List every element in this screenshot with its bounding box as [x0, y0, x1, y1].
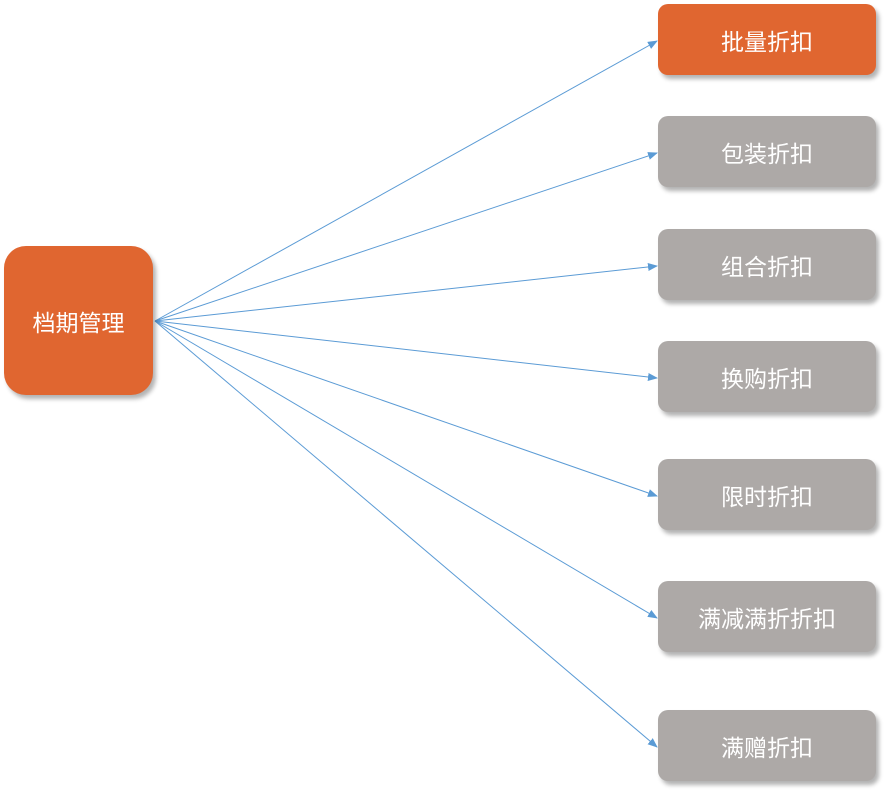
- target-node[interactable]: 换购折扣: [658, 341, 876, 412]
- target-node[interactable]: 满减满折折扣: [658, 581, 876, 652]
- source-node[interactable]: 档期管理: [4, 246, 153, 395]
- target-node-label: 组合折扣: [721, 253, 813, 280]
- target-node-label: 限时折扣: [721, 483, 813, 510]
- target-node-label: 批量折扣: [721, 28, 813, 55]
- target-node-label: 包装折扣: [721, 140, 813, 167]
- connector-arrow: [154, 40, 658, 322]
- target-node-label: 换购折扣: [721, 365, 813, 392]
- target-node-label: 满减满折折扣: [698, 605, 836, 632]
- connector-arrow: [154, 320, 658, 619]
- connector-arrow: [154, 320, 658, 381]
- connector-arrow: [154, 152, 658, 322]
- target-node[interactable]: 限时折扣: [658, 459, 876, 530]
- target-node[interactable]: 包装折扣: [658, 116, 876, 187]
- connector-arrow: [154, 320, 658, 497]
- target-node[interactable]: 批量折扣: [658, 4, 876, 75]
- connector-arrow: [154, 263, 658, 322]
- target-node[interactable]: 组合折扣: [658, 229, 876, 300]
- target-node-label: 满赠折扣: [721, 734, 813, 761]
- source-node-label: 档期管理: [32, 309, 125, 336]
- connector-arrow: [154, 320, 658, 748]
- target-node[interactable]: 满赠折扣: [658, 710, 876, 781]
